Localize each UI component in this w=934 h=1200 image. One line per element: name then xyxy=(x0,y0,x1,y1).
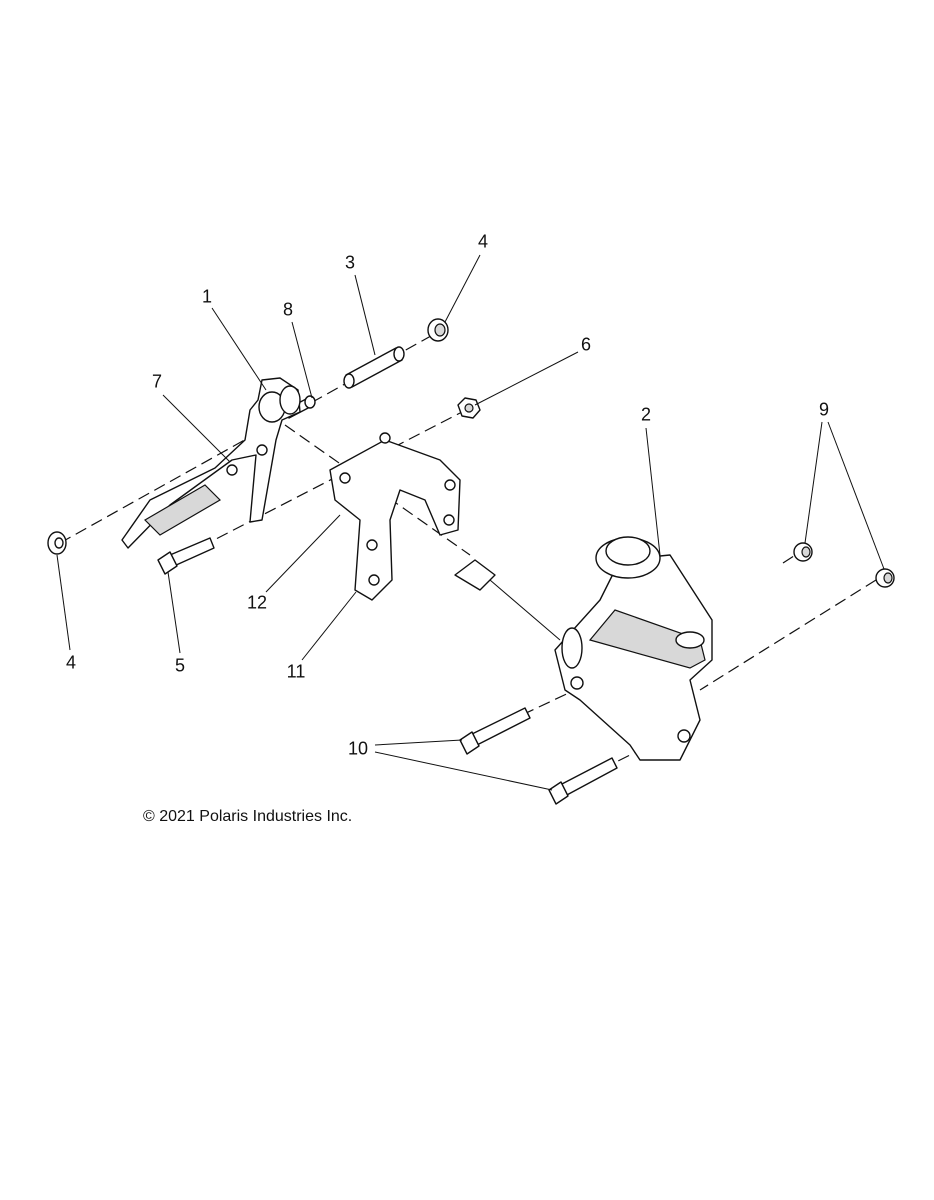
callout-1: 1 xyxy=(201,286,213,307)
copyright-notice: © 2021 Polaris Industries Inc. xyxy=(143,808,353,825)
bolt-10-lower xyxy=(548,757,618,805)
master-cylinder-2 xyxy=(554,536,713,761)
callout-9: 9 xyxy=(818,399,830,420)
brake-pedal-1 xyxy=(121,377,301,549)
callout-5: 5 xyxy=(174,655,186,676)
callout-7: 7 xyxy=(151,371,163,392)
callout-4-top: 4 xyxy=(477,231,489,252)
bolt-5 xyxy=(157,537,215,575)
washer-4-top xyxy=(427,318,449,342)
washer-9-bottom xyxy=(875,568,895,588)
callout-2: 2 xyxy=(640,404,652,425)
callout-11: 11 xyxy=(286,661,306,682)
bolt-10-upper xyxy=(459,707,531,755)
washer-9-top xyxy=(793,542,813,562)
callout-6: 6 xyxy=(580,334,592,355)
callout-8: 8 xyxy=(282,299,294,320)
nut-6 xyxy=(457,397,481,419)
callout-4-left: 4 xyxy=(65,652,77,673)
callout-3: 3 xyxy=(344,252,356,273)
bracket-12 xyxy=(329,432,461,601)
washer-4-left xyxy=(47,531,67,555)
leader-lines xyxy=(56,254,885,791)
push-rod xyxy=(454,559,561,641)
callout-12: 12 xyxy=(246,592,268,613)
bushing-3 xyxy=(343,346,405,389)
callout-10: 10 xyxy=(347,738,369,759)
